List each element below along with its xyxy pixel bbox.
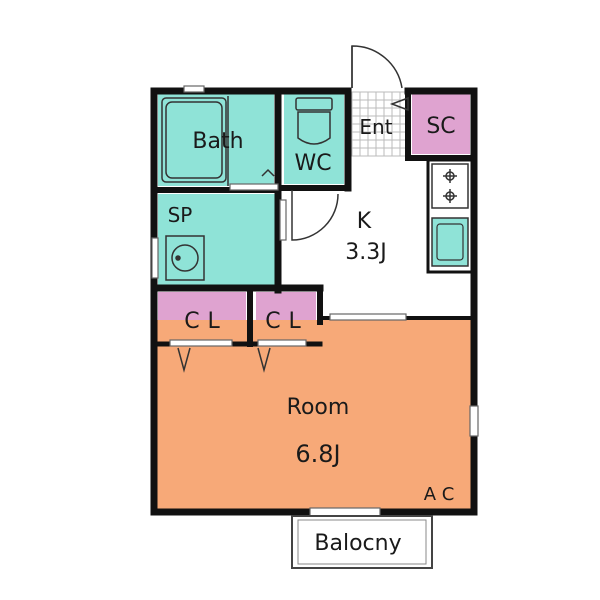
wc-label: WC	[294, 151, 331, 176]
room-area	[156, 320, 474, 510]
balcony-outline	[291, 515, 433, 569]
wc-area	[284, 94, 344, 184]
balcony-inner	[297, 519, 427, 565]
entrance-tiles	[351, 91, 409, 157]
sp-label: SP	[168, 203, 193, 227]
toilet-icon	[295, 97, 333, 145]
windows	[151, 85, 479, 517]
doors	[177, 45, 409, 373]
sp-area	[158, 194, 276, 286]
kitchen-label: K	[357, 209, 372, 234]
closet-right-label: CL	[265, 309, 309, 334]
kitchen-sink-icon	[431, 217, 469, 267]
bathtub-icon	[161, 96, 229, 186]
washbasin-icon	[165, 235, 205, 281]
entrance-label: Ent	[359, 115, 392, 139]
bath-area	[158, 94, 274, 186]
room-label: Room	[287, 395, 350, 420]
room-size-label: 6.8J	[295, 440, 340, 468]
shoe-closet-label: SC	[426, 114, 455, 139]
stove-icon	[431, 163, 469, 209]
balcony-label: Balocny	[314, 531, 401, 556]
kitchen-size-label: 3.3J	[345, 240, 386, 265]
ac-label: AC	[424, 484, 461, 505]
closet-left-label: CL	[184, 309, 228, 334]
bath-label: Bath	[192, 129, 243, 154]
shoe-closet-area	[412, 94, 470, 154]
